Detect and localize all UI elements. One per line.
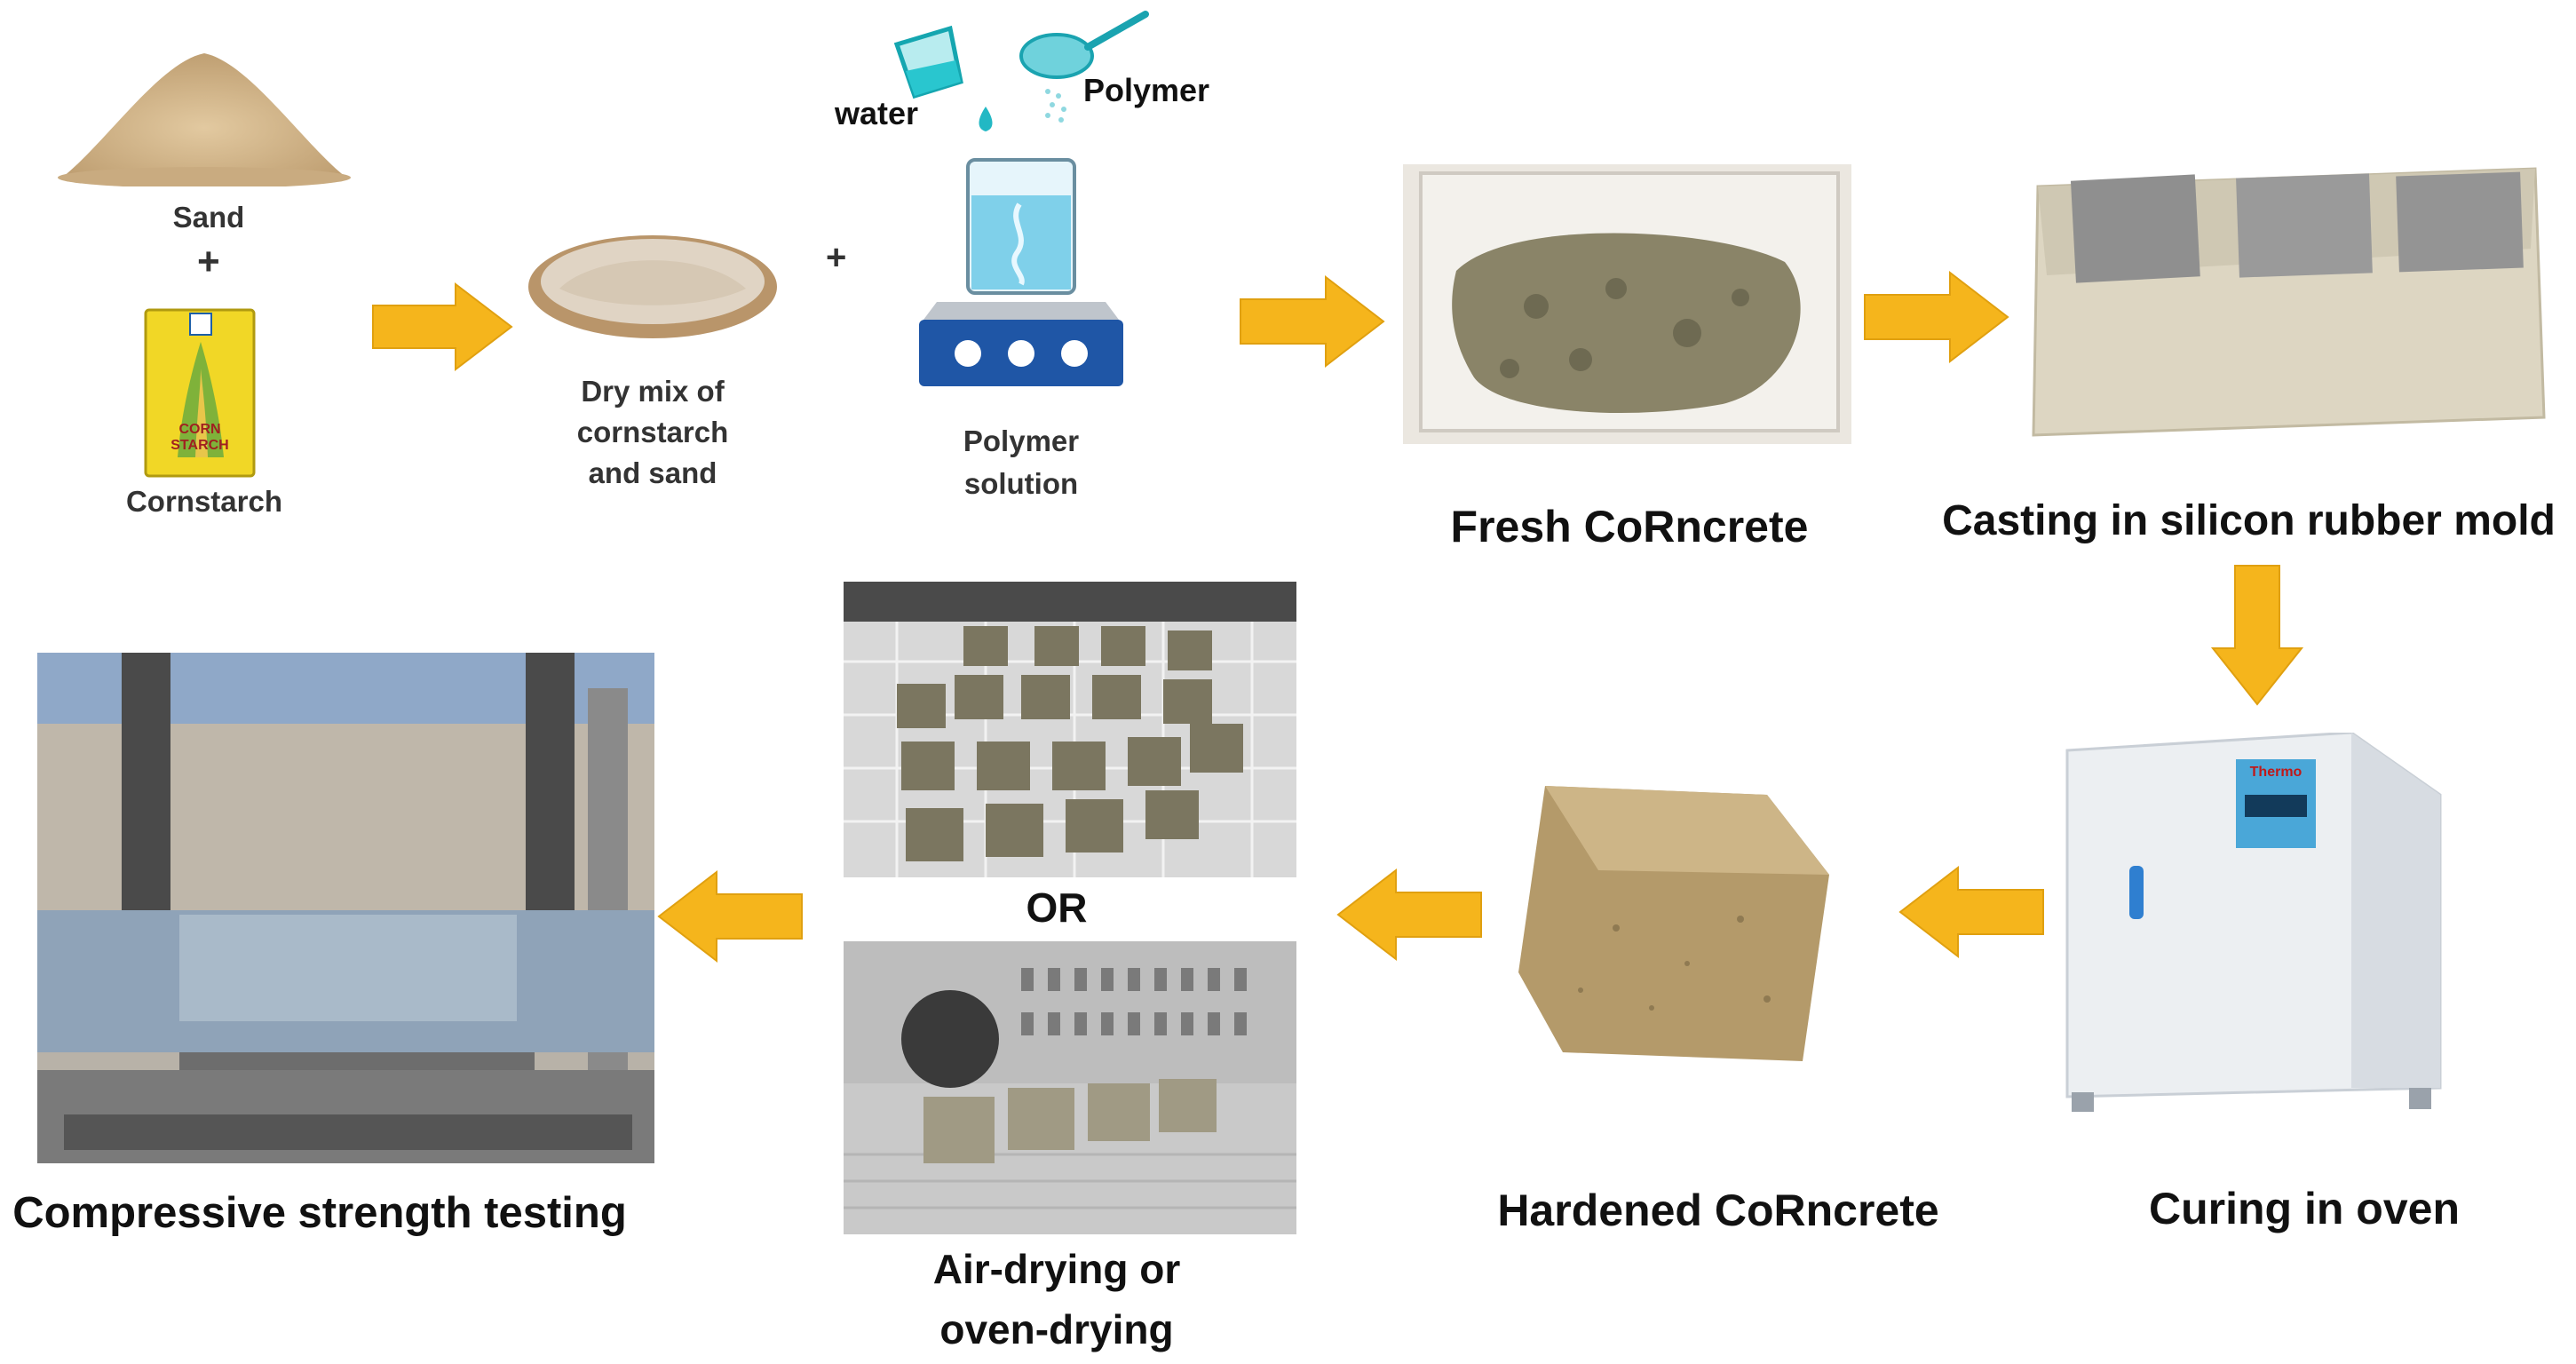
drying-label-line1: Air-drying or [932, 1246, 1181, 1292]
oven-brand-text: Thermo [2249, 765, 2303, 780]
arrow-right-2 [1240, 274, 1385, 369]
compressive-testing-label: Compressive strength testing [12, 1189, 627, 1237]
beaker-stirrer-image [919, 158, 1123, 386]
curing-label: Curing in oven [2149, 1184, 2460, 1233]
cornstarch-box-text: CORN STARCH [170, 422, 229, 453]
hardened-corncrete-label: Hardened CoRncrete [1497, 1186, 1939, 1235]
dry-mix-label-line2: cornstarch [576, 416, 729, 448]
arrow-left-1 [1898, 865, 2044, 959]
sand-pile-image [58, 53, 351, 186]
dry-mix-label-line1: Dry mix of [581, 375, 725, 408]
arrow-right-1 [372, 282, 513, 372]
water-label: water [835, 95, 919, 131]
oven-drying-photo [844, 941, 1296, 1234]
drying-label-line2: oven-drying [939, 1306, 1174, 1352]
sand-label: Sand [172, 201, 245, 234]
polymer-solution-line1: Polymer [963, 424, 1080, 457]
oven-image [2065, 733, 2442, 1112]
or-label: OR [1026, 884, 1088, 931]
air-drying-rack-photo [844, 582, 1296, 877]
spoon-icon [1019, 11, 1149, 123]
plus-sign-2: + [826, 238, 847, 277]
arrow-left-2 [1336, 868, 1482, 962]
arrow-left-3 [657, 869, 803, 964]
polymer-solution-line2: solution [963, 467, 1079, 500]
plus-sign: + [197, 240, 220, 283]
cornstarch-box-image [144, 308, 256, 478]
polymer-label: Polymer [1083, 72, 1210, 108]
compression-machine-photo [37, 653, 654, 1163]
cornstarch-label: Cornstarch [125, 485, 283, 518]
hardened-cube-image [1518, 786, 1829, 1061]
fresh-corncrete-label: Fresh CoRncrete [1450, 502, 1809, 551]
dry-mix-bowl-image [528, 235, 777, 338]
arrow-right-3 [1864, 270, 2009, 364]
fresh-corncrete-photo [1403, 164, 1851, 444]
silicon-mold-photo [2020, 151, 2553, 444]
casting-label: Casting in silicon rubber mold [1942, 497, 2556, 544]
arrow-down [2210, 565, 2304, 706]
dry-mix-label-line3: and sand [588, 456, 717, 489]
water-cup-icon [893, 25, 993, 131]
